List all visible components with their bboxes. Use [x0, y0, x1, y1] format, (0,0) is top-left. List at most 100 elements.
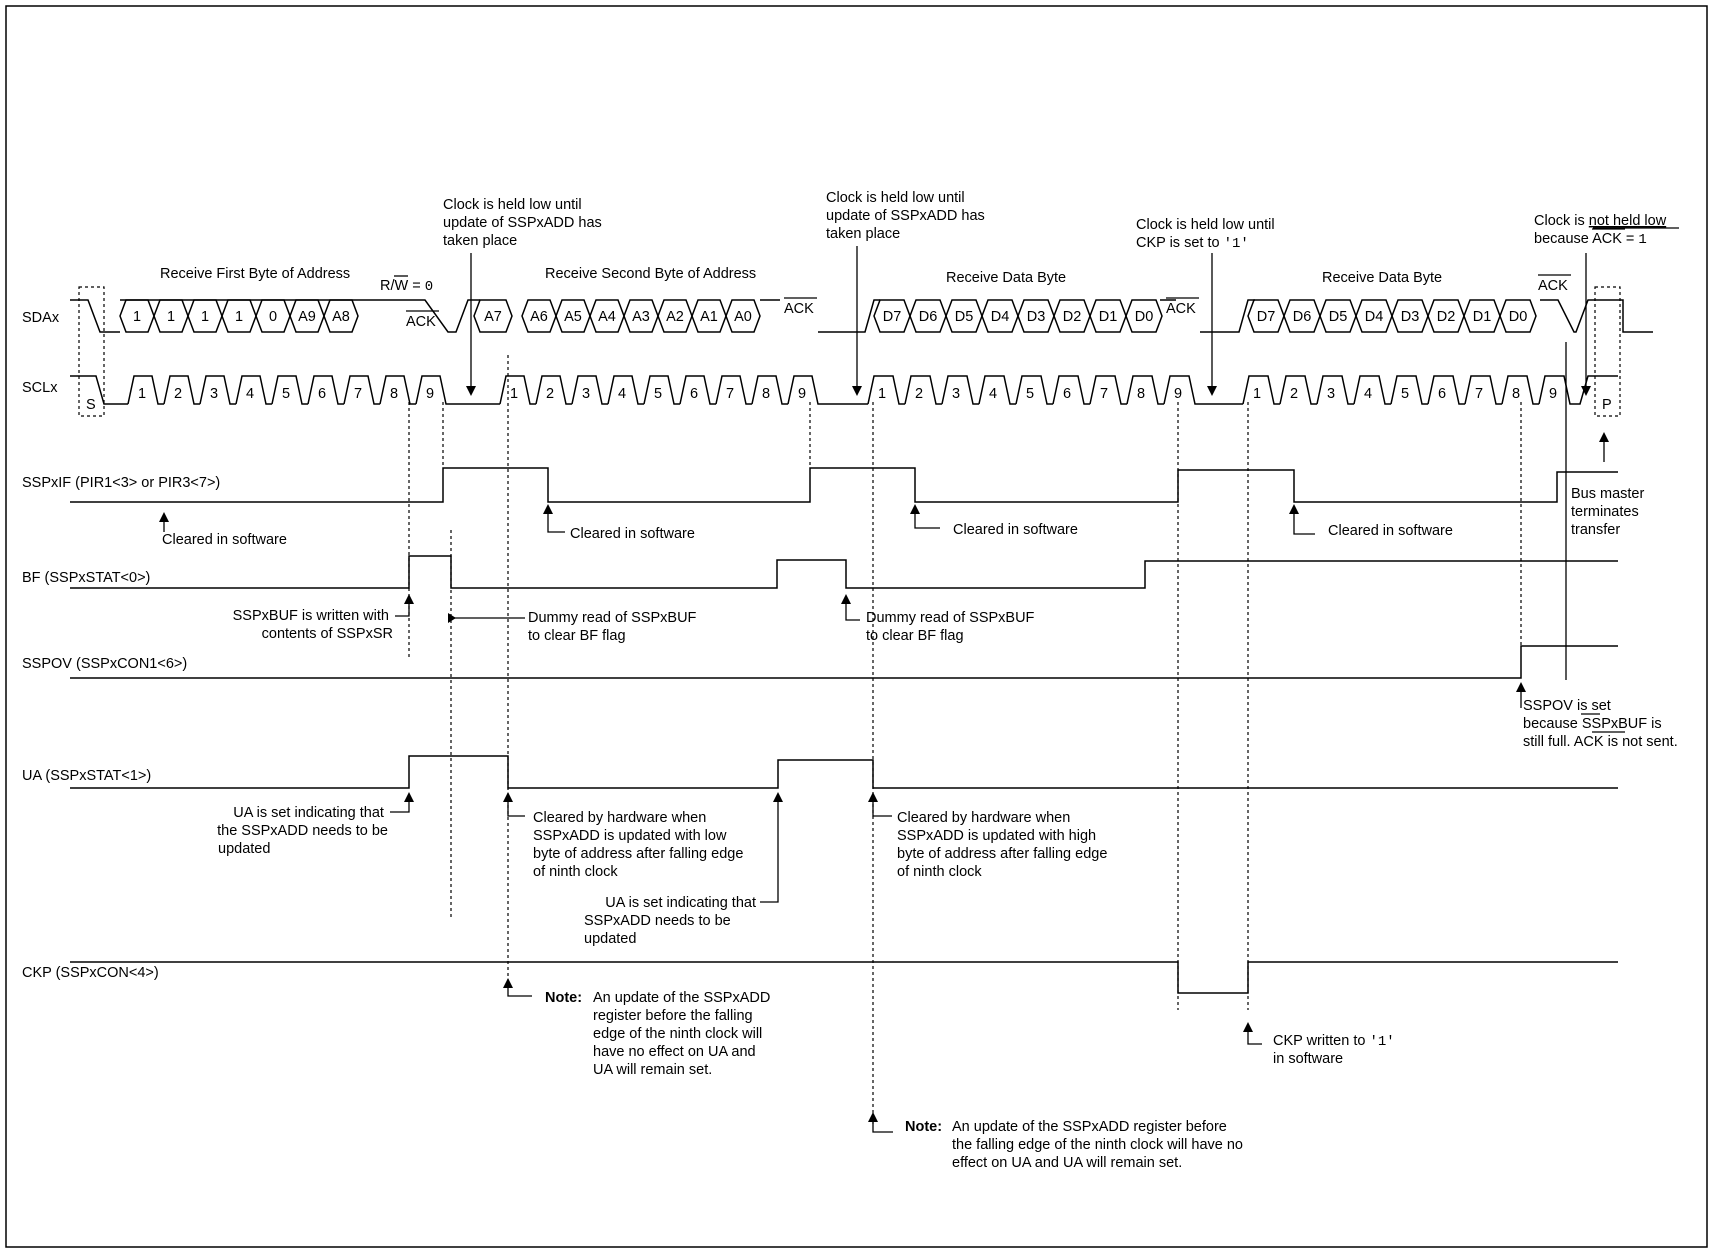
svg-text:1: 1: [167, 309, 175, 325]
ua-label: UA (SSPxSTAT<1>): [22, 768, 151, 784]
note-1-label: Note:: [545, 990, 582, 1006]
cleared-sw-3: Cleared in software: [953, 522, 1078, 538]
svg-text:D7: D7: [1257, 309, 1276, 325]
sspov-label: SSPOV (SSPxCON1<6>): [22, 656, 187, 672]
sspov-set-note-l2: because SSPxBUF is: [1523, 716, 1662, 732]
scl-clock-digit: 1: [138, 386, 146, 402]
svg-text:A0: A0: [734, 309, 752, 325]
svg-text:A6: A6: [530, 309, 548, 325]
svg-text:D2: D2: [1437, 309, 1456, 325]
scl-clock-digit: 7: [1475, 386, 1483, 402]
scl-clock-digit: 3: [582, 386, 590, 402]
svg-text:D2: D2: [1063, 309, 1082, 325]
note-2-label: Note:: [905, 1119, 942, 1135]
scl-clock-digit: 9: [1549, 386, 1557, 402]
scl-clock-digit: 2: [174, 386, 182, 402]
sspov-set-note-l3: still full. ACK is not sent.: [1523, 734, 1678, 750]
sda-data1-bit-7: D0: [1125, 299, 1163, 333]
clock-not-held-note-l1: Clock is not held low: [1534, 213, 1667, 229]
svg-text:D4: D4: [1365, 309, 1384, 325]
diagram-frame: [5, 5, 1708, 1248]
bf-waveform: [70, 555, 1618, 589]
scl-clock-digit: 2: [915, 386, 923, 402]
bf-label: BF (SSPxSTAT<0>): [22, 570, 150, 586]
section-second-address: Receive Second Byte of Address: [545, 266, 756, 282]
ack-label-1: ACK: [406, 314, 436, 330]
sspov-waveform: [70, 645, 1618, 679]
ckp-label: CKP (SSPxCON<4>): [22, 965, 159, 981]
svg-text:A2: A2: [666, 309, 684, 325]
svg-text:A1: A1: [700, 309, 718, 325]
cleared-sw-2: Cleared in software: [570, 526, 695, 542]
dummy-read-note-1: Dummy read of SSPxBUF to clear BF flag: [528, 610, 700, 644]
bus-master-note: Bus master terminates transfer: [1571, 486, 1648, 538]
sda-addr1-bit-6: A8: [323, 299, 359, 333]
ua-set-note-2: UA is set indicating that: [605, 895, 756, 911]
section-data-byte-1: Receive Data Byte: [946, 270, 1066, 286]
scl-clock-digit: 6: [318, 386, 326, 402]
ua-set-note-1-l3: updated: [218, 841, 270, 857]
sspov-set-note-l1: SSPOV is set: [1523, 698, 1611, 714]
ckp-waveform: [70, 961, 1618, 994]
scl-clock-digit: 1: [1253, 386, 1261, 402]
svg-text:D4: D4: [991, 309, 1010, 325]
svg-text:D3: D3: [1027, 309, 1046, 325]
svg-text:A5: A5: [564, 309, 582, 325]
rw-label: R/W = 0: [380, 278, 433, 295]
ua-set-note-1: UA is set indicating that the SSPxADD ne…: [217, 805, 388, 839]
ack-label-3: ACK: [1166, 301, 1196, 317]
scl-clock-digit: 3: [1327, 386, 1335, 402]
sspif-waveform: [70, 467, 1618, 503]
scl-clock-digit: 5: [282, 386, 290, 402]
scl-clock-digit: 7: [1100, 386, 1108, 402]
sda-addr2-bit-6: A0: [725, 299, 761, 333]
svg-text:D6: D6: [919, 309, 938, 325]
clock-not-held-note-l2: because ACK = 1: [1534, 231, 1647, 248]
scl-clock-digit: 9: [798, 386, 806, 402]
clock-held-note-1: Clock is held low until update of SSPxAD…: [443, 197, 606, 249]
svg-text:A7: A7: [484, 309, 502, 325]
svg-text:A3: A3: [632, 309, 650, 325]
scl-clock-digit: 8: [390, 386, 398, 402]
scl-clock-digit: 6: [690, 386, 698, 402]
scl-clock-digit: 2: [1290, 386, 1298, 402]
scl-clock-digit: 4: [246, 386, 254, 402]
ack-label-4: ACK: [1538, 278, 1568, 294]
scl-clock-digit: 1: [878, 386, 886, 402]
clock-held-note-2: Clock is held low until update of SSPxAD…: [826, 190, 989, 242]
svg-text:D5: D5: [955, 309, 974, 325]
scl-clock-digit: 5: [654, 386, 662, 402]
scl-clock-digit: 3: [210, 386, 218, 402]
annotation-lines: [159, 246, 1609, 1133]
ua-cleared-high-note: Cleared by hardware when SSPxADD is upda…: [897, 810, 1111, 880]
scl-clock-digit: 1: [510, 386, 518, 402]
scl-clock-digit: 7: [726, 386, 734, 402]
cleared-sw-1: Cleared in software: [162, 532, 287, 548]
ack-label-2: ACK: [784, 301, 814, 317]
sda-data2-bit-7: D0: [1499, 299, 1537, 333]
dummy-read-note-2: Dummy read of SSPxBUF to clear BF flag: [866, 610, 1038, 644]
scl-clock-digit: 5: [1401, 386, 1409, 402]
scl-clock-path: [70, 375, 1618, 405]
scl-clock-digit: 9: [426, 386, 434, 402]
ua-cleared-low-note: Cleared by hardware when SSPxADD is upda…: [533, 810, 747, 880]
stop-label: P: [1602, 397, 1612, 413]
scl-clock-digit: 4: [989, 386, 997, 402]
note-2-text: An update of the SSPxADD register before…: [952, 1119, 1247, 1171]
ckp-written-note: CKP written to '1' in software: [1273, 1033, 1399, 1067]
scl-clock-digit: 4: [1364, 386, 1372, 402]
sspif-label: SSPxIF (PIR1<3> or PIR3<7>): [22, 475, 220, 491]
svg-text:D0: D0: [1509, 309, 1528, 325]
svg-text:A9: A9: [298, 309, 316, 325]
svg-text:1: 1: [133, 309, 141, 325]
svg-text:D3: D3: [1401, 309, 1420, 325]
section-first-address: Receive First Byte of Address: [160, 266, 350, 282]
scl-clock-digit: 5: [1026, 386, 1034, 402]
scl-clock-digit: 6: [1063, 386, 1071, 402]
section-data-byte-2: Receive Data Byte: [1322, 270, 1442, 286]
svg-text:D1: D1: [1099, 309, 1118, 325]
scl-clock-digit: 8: [762, 386, 770, 402]
